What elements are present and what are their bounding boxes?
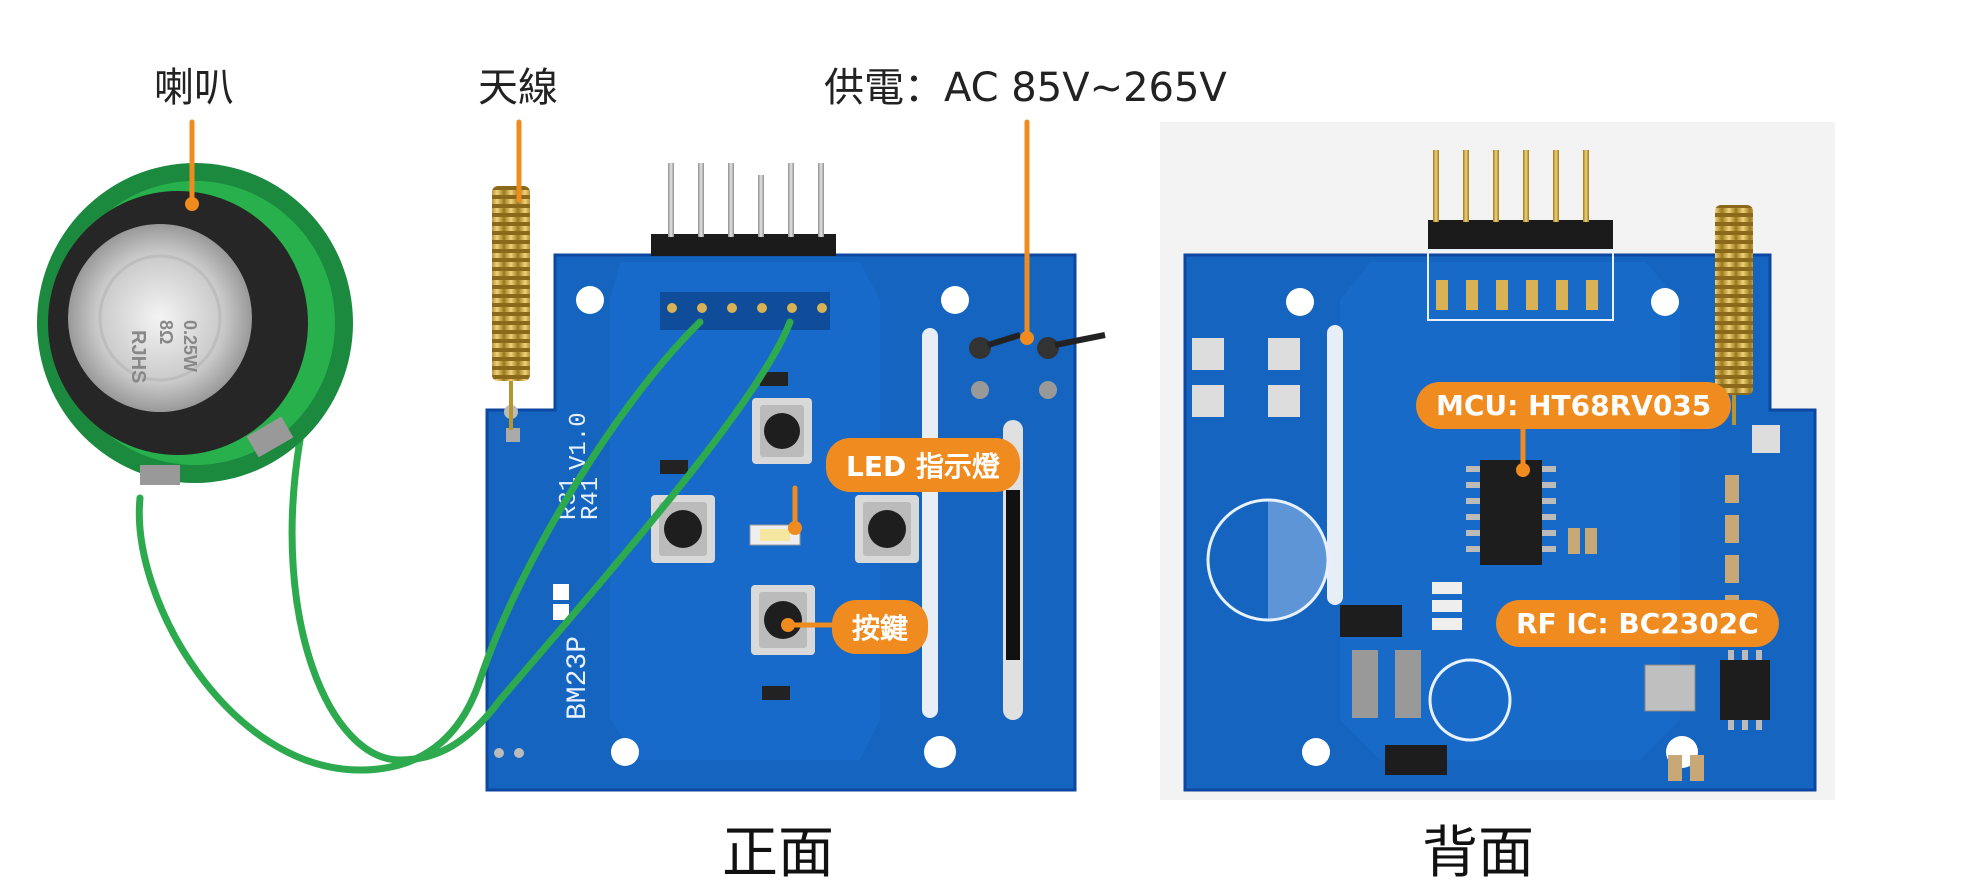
speaker-mark-brand: RJHS [127, 330, 149, 383]
back-antenna-coil [1715, 205, 1780, 453]
speaker-mark-ohm: 8Ω [156, 320, 176, 344]
button-s1 [752, 398, 812, 464]
label-antenna: 天線 [478, 65, 558, 111]
mcu-chip [1466, 460, 1556, 565]
front-model-silk: BM23P [563, 636, 594, 720]
label-speaker: 喇叭 [154, 65, 234, 111]
speaker-wires [135, 318, 794, 774]
rf-ic-chip [1720, 650, 1770, 730]
callout-led: LED 指示燈 [826, 438, 1020, 492]
back-pin-header [1427, 150, 1614, 321]
button-s4 [651, 495, 715, 563]
callout-rf-ic: RF IC: BC2302C [1496, 600, 1779, 647]
view-label-front: 正面 [722, 821, 834, 886]
led-indicator [749, 524, 801, 546]
speaker-mark-watt: 0.25W [180, 320, 200, 372]
front-board: V1.0 R31 R41 BM23P [485, 163, 1106, 792]
callout-button: 按鍵 [832, 600, 929, 654]
antenna-coil [492, 186, 530, 430]
front-r41-silk: R41 [578, 477, 605, 520]
callout-mcu: MCU: HT68RV035 [1416, 382, 1732, 429]
button-s2 [855, 495, 919, 563]
view-label-back: 背面 [1422, 821, 1534, 886]
leader-dots [185, 197, 1704, 633]
speaker: RJHS 8Ω 0.25W [37, 163, 353, 485]
label-power: 供電：AC 85V~265V [824, 65, 1227, 111]
power-terminals [969, 332, 1106, 399]
button-s3 [751, 585, 815, 655]
front-pin-header [651, 163, 836, 330]
